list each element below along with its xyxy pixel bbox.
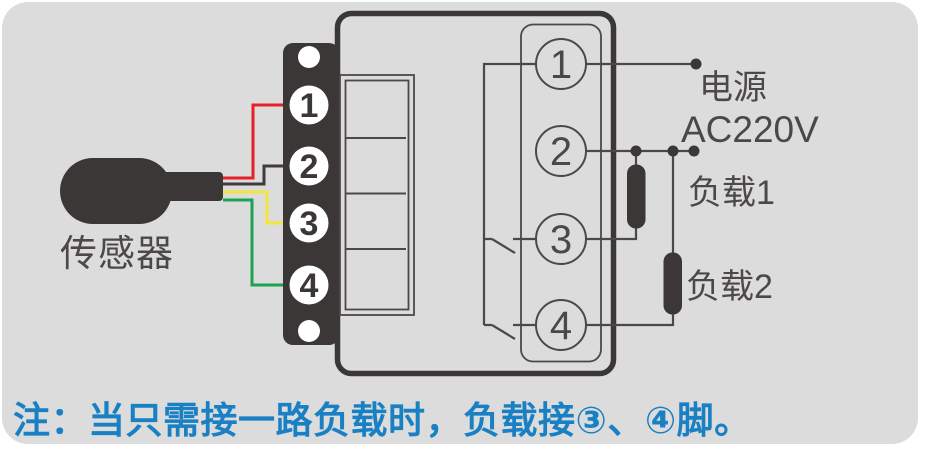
sensor-label: 传感器 — [60, 233, 174, 274]
pin3-load1-line — [586, 228, 638, 241]
circuit-schematic: 1 2 3 4 电源 AC220V 负载1 负载2 — [482, 23, 819, 363]
sensor-stem — [160, 172, 223, 201]
pin-3-label: 3 — [550, 218, 572, 262]
pin-1 — [535, 38, 587, 90]
terminal-1-label: 1 — [300, 87, 319, 125]
terminal-3-label: 3 — [300, 205, 319, 243]
power-dot-1 — [690, 58, 702, 70]
pin-2-label: 2 — [550, 130, 572, 174]
device-box — [334, 10, 617, 377]
yellow-wire — [223, 190, 291, 225]
load1-label: 负载1 — [688, 174, 775, 212]
circuit-pins: 1 2 3 4 — [535, 38, 587, 351]
power-label: 电源 — [699, 69, 767, 107]
terminal-block: 1 2 3 4 — [283, 43, 339, 345]
mounting-hole-bottom — [298, 320, 320, 342]
sensor: 传感器 — [60, 158, 223, 274]
pin-3 — [535, 213, 587, 265]
terminal-numbers: 1 2 3 4 — [300, 87, 319, 305]
junction-dots — [630, 58, 702, 157]
sensor-head — [60, 158, 172, 224]
switch-3 — [484, 237, 536, 254]
pin-4 — [535, 299, 587, 351]
junction-dot-load1 — [630, 145, 642, 157]
pin-1-label: 1 — [550, 43, 572, 87]
terminal-4 — [289, 265, 329, 305]
switch-4 — [484, 323, 536, 340]
terminal-1 — [289, 85, 329, 125]
red-wire — [223, 103, 291, 180]
pin-numbers: 1 2 3 4 — [550, 43, 572, 348]
terminal-4-label: 4 — [300, 267, 319, 305]
load1-element — [627, 164, 646, 229]
load2-element — [663, 252, 682, 315]
power-dot-2 — [688, 145, 700, 157]
sensor-wires — [223, 103, 291, 287]
black-wire — [223, 164, 291, 186]
pin-4-label: 4 — [550, 304, 572, 348]
footnote: 注：当只需接一路负载时，负载接③、④脚。 — [13, 400, 752, 441]
load2-label: 负载2 — [686, 268, 773, 306]
pin-strip-outline — [520, 23, 602, 363]
terminal-3 — [289, 203, 329, 243]
mounting-hole-top — [298, 46, 320, 68]
terminal-2-label: 2 — [300, 148, 319, 186]
terminal-2 — [289, 146, 329, 186]
power-voltage-label: AC220V — [681, 109, 819, 150]
green-wire — [223, 198, 291, 287]
inner-terminal-panel — [339, 74, 415, 316]
pin-2 — [535, 125, 587, 177]
pin4-load2-line — [586, 313, 675, 327]
junction-dot-load2 — [667, 145, 679, 157]
circuit-labels: 电源 AC220V 负载1 负载2 — [681, 69, 819, 306]
